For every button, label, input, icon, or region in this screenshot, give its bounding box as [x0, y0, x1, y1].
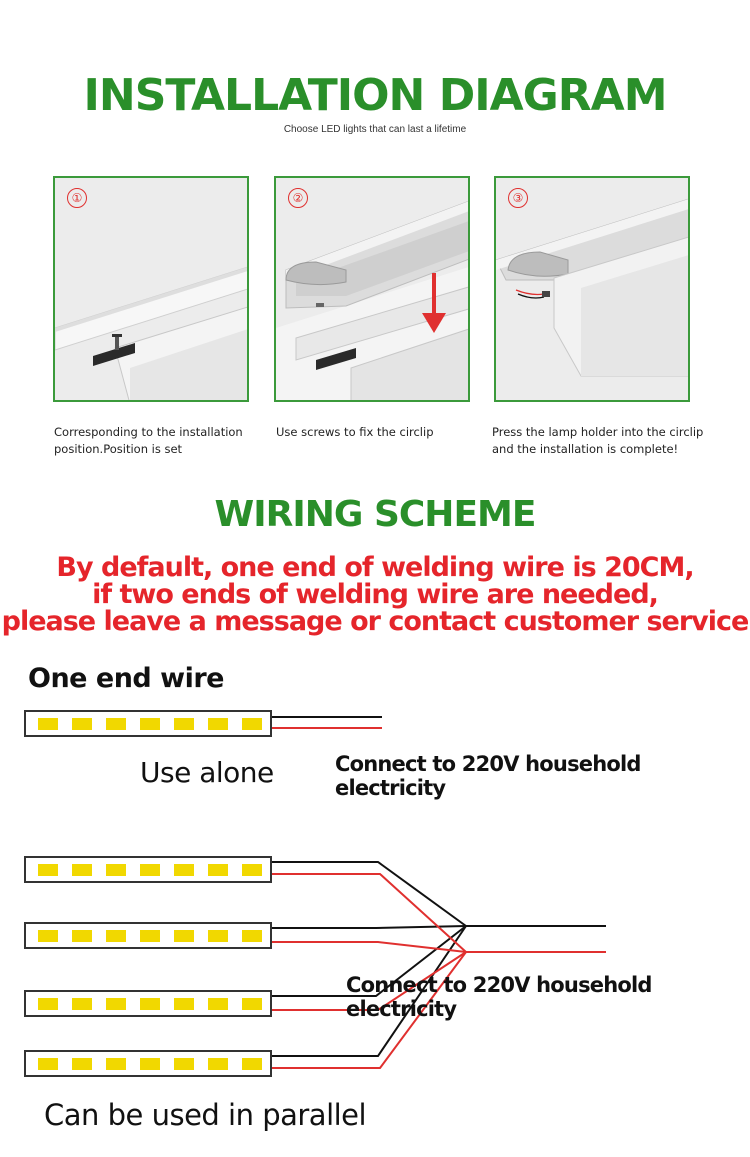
led-chip [72, 930, 92, 942]
wiring-title: WIRING SCHEME [214, 494, 537, 535]
led-strip-parallel-4 [24, 1050, 272, 1077]
step-2-number: ② [288, 188, 308, 208]
led-strip-parallel-1 [24, 856, 272, 883]
notice-line-1: By default, one end of welding wire is 2… [56, 552, 694, 583]
step-3-illustration: ③ [494, 176, 690, 402]
led-chip [208, 998, 228, 1010]
led-chip [38, 1058, 58, 1070]
led-chip [208, 718, 228, 730]
step-2-caption-line1: Use screws to fix the circlip [276, 425, 434, 439]
step-3-caption-line2: and the installation is complete! [492, 442, 679, 456]
led-chip [242, 998, 262, 1010]
led-chip [72, 864, 92, 876]
parallel-label: Can be used in parallel [44, 1098, 367, 1132]
led-chip [140, 930, 160, 942]
notice-line-2: if two ends of welding wire are needed, [92, 579, 659, 610]
led-chip [38, 864, 58, 876]
led-chip [242, 1058, 262, 1070]
step-3-caption: Press the lamp holder into the circlip a… [492, 424, 703, 458]
step-1-caption-line2: position.Position is set [54, 442, 183, 456]
led-chip [242, 930, 262, 942]
parallel-red-wire-3 [272, 951, 467, 1011]
step-3-number: ③ [508, 188, 528, 208]
connect-label-single: Connect to 220V household electricity [335, 752, 641, 800]
installation-title: INSTALLATION DIAGRAM [83, 70, 668, 121]
led-strip-single [24, 710, 272, 737]
step-3-caption-line1: Press the lamp holder into the circlip [492, 425, 704, 439]
led-chip [174, 864, 194, 876]
step-1-number: ① [67, 188, 87, 208]
installation-subtitle: Choose LED lights that can last a lifeti… [283, 124, 467, 135]
step-1-illustration: ① [53, 176, 249, 402]
step-1-caption-line1: Corresponding to the installation [54, 425, 243, 439]
led-chip [106, 864, 126, 876]
led-chip [106, 998, 126, 1010]
led-chip [106, 930, 126, 942]
led-chip [38, 930, 58, 942]
led-chip [140, 998, 160, 1010]
led-chip [242, 718, 262, 730]
parallel-black-wire-4 [272, 925, 467, 1057]
led-chip [174, 718, 194, 730]
led-strip-parallel-2 [24, 922, 272, 949]
led-chip [174, 930, 194, 942]
led-chip [106, 1058, 126, 1070]
parallel-black-wire-2 [272, 925, 467, 929]
one-end-wire-label: One end wire [28, 663, 224, 694]
led-chip [72, 1058, 92, 1070]
led-chip [242, 864, 262, 876]
parallel-red-wire-2 [272, 941, 467, 953]
led-chip [72, 998, 92, 1010]
led-chip [140, 864, 160, 876]
use-alone-label: Use alone [140, 756, 274, 789]
led-chip [208, 864, 228, 876]
led-chip [140, 1058, 160, 1070]
led-chip [208, 930, 228, 942]
notice-line-3: please leave a message or contact custom… [1, 606, 750, 637]
connect-label-parallel: Connect to 220V household electricity [346, 973, 652, 1021]
led-chip [208, 1058, 228, 1070]
parallel-red-wire-4 [272, 951, 467, 1069]
led-chip [38, 998, 58, 1010]
parallel-red-wire-1 [272, 873, 467, 953]
led-strip-parallel-3 [24, 990, 272, 1017]
led-chip [106, 718, 126, 730]
led-chip [72, 718, 92, 730]
led-chip [38, 718, 58, 730]
parallel-black-wire-1 [272, 861, 467, 927]
step-2-caption: Use screws to fix the circlip [276, 424, 434, 441]
step-1-caption: Corresponding to the installation positi… [54, 424, 243, 458]
led-chip [174, 1058, 194, 1070]
led-chip [140, 718, 160, 730]
step-2-illustration: ② [274, 176, 470, 402]
led-chip [174, 998, 194, 1010]
